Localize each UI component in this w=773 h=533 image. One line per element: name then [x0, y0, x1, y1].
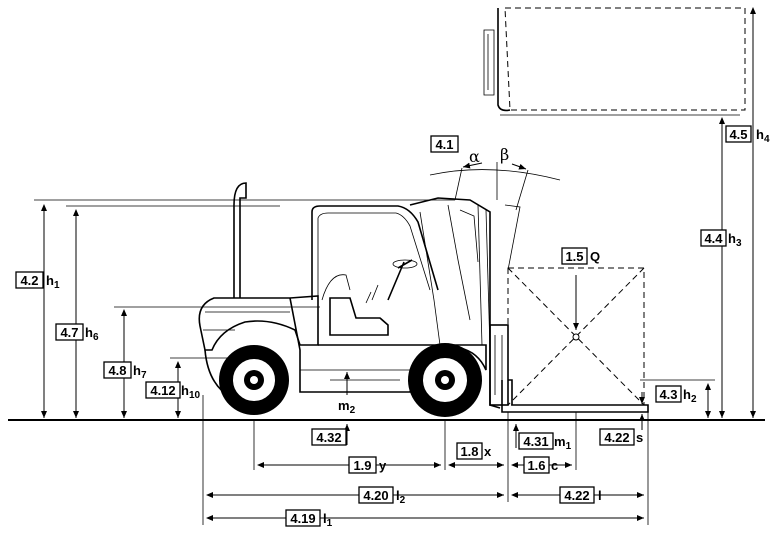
front-wheel — [408, 343, 482, 417]
svg-text:h3: h3 — [728, 231, 742, 249]
svg-text:4.1: 4.1 — [435, 137, 453, 152]
svg-text:4.20: 4.20 — [363, 488, 388, 503]
alpha-symbol: α — [469, 147, 480, 166]
label-4-19-l1: 4.19 l1 — [285, 509, 333, 529]
svg-text:h6: h6 — [85, 325, 99, 343]
svg-text:Q: Q — [590, 249, 600, 264]
label-4-1: 4.1 — [430, 135, 459, 153]
label-4-2-h1: 4.2 h1 — [15, 271, 60, 291]
svg-text:1.6: 1.6 — [527, 458, 545, 473]
svg-text:1.8: 1.8 — [460, 444, 478, 459]
label-4-31-m1: 4.31 m1 — [518, 432, 572, 452]
svg-text:h1: h1 — [46, 273, 60, 291]
svg-text:4.12: 4.12 — [150, 383, 175, 398]
label-4-20-l2: 4.20 l2 — [358, 486, 406, 506]
svg-text:4.5: 4.5 — [729, 127, 747, 142]
label-4-12-h10: 4.12 h10 — [145, 381, 201, 401]
svg-text:h10: h10 — [181, 383, 201, 401]
label-4-8-h7: 4.8 h7 — [103, 361, 147, 381]
svg-text:4.31: 4.31 — [523, 434, 548, 449]
beta-symbol: β — [500, 145, 509, 164]
svg-text:h7: h7 — [133, 363, 147, 381]
svg-text:m1: m1 — [554, 434, 572, 452]
tilt-angle-indicator — [429, 162, 561, 211]
label-1-9-y: 1.9 y — [348, 456, 387, 474]
svg-text:1.5: 1.5 — [565, 249, 583, 264]
label-4-5-h4: 4.5 h4 — [725, 125, 770, 145]
label-4-22-l: 4.22 l — [559, 486, 602, 504]
svg-text:4.8: 4.8 — [108, 363, 126, 378]
svg-text:1.9: 1.9 — [353, 458, 371, 473]
svg-text:4.4: 4.4 — [704, 231, 723, 246]
svg-text:4.19: 4.19 — [290, 511, 315, 526]
svg-text:x: x — [484, 444, 492, 459]
svg-text:4.3: 4.3 — [659, 387, 677, 402]
label-4-4-h3: 4.4 h3 — [700, 229, 742, 249]
svg-text:y: y — [379, 458, 387, 473]
svg-text:l: l — [598, 488, 602, 503]
svg-text:l1: l1 — [323, 511, 333, 529]
load-outline — [507, 267, 645, 406]
label-4-22-s: 4.22 s — [599, 428, 643, 446]
label-4-3-h2: 4.3 h2 — [655, 385, 697, 405]
svg-text:s: s — [636, 430, 643, 445]
label-1-8-x: 1.8 x — [456, 442, 492, 460]
svg-text:4.32: 4.32 — [316, 430, 341, 445]
svg-text:4.22: 4.22 — [604, 430, 629, 445]
rear-wheel — [219, 345, 289, 415]
label-m2: m2 — [338, 398, 356, 416]
label-4-7-h6: 4.7 h6 — [55, 323, 99, 343]
svg-text:l2: l2 — [396, 488, 406, 506]
svg-text:4.7: 4.7 — [60, 325, 78, 340]
svg-text:4.22: 4.22 — [564, 488, 589, 503]
svg-text:c: c — [551, 458, 558, 473]
svg-text:h2: h2 — [683, 387, 697, 405]
svg-text:h4: h4 — [756, 127, 770, 145]
svg-text:4.2: 4.2 — [20, 273, 38, 288]
label-4-32: 4.32 — [311, 428, 347, 446]
label-1-5-q: 1.5 Q — [561, 247, 600, 265]
forklift-truck — [198, 182, 649, 417]
label-1-6-c: 1.6 c — [523, 456, 558, 474]
raised-load — [483, 7, 746, 116]
